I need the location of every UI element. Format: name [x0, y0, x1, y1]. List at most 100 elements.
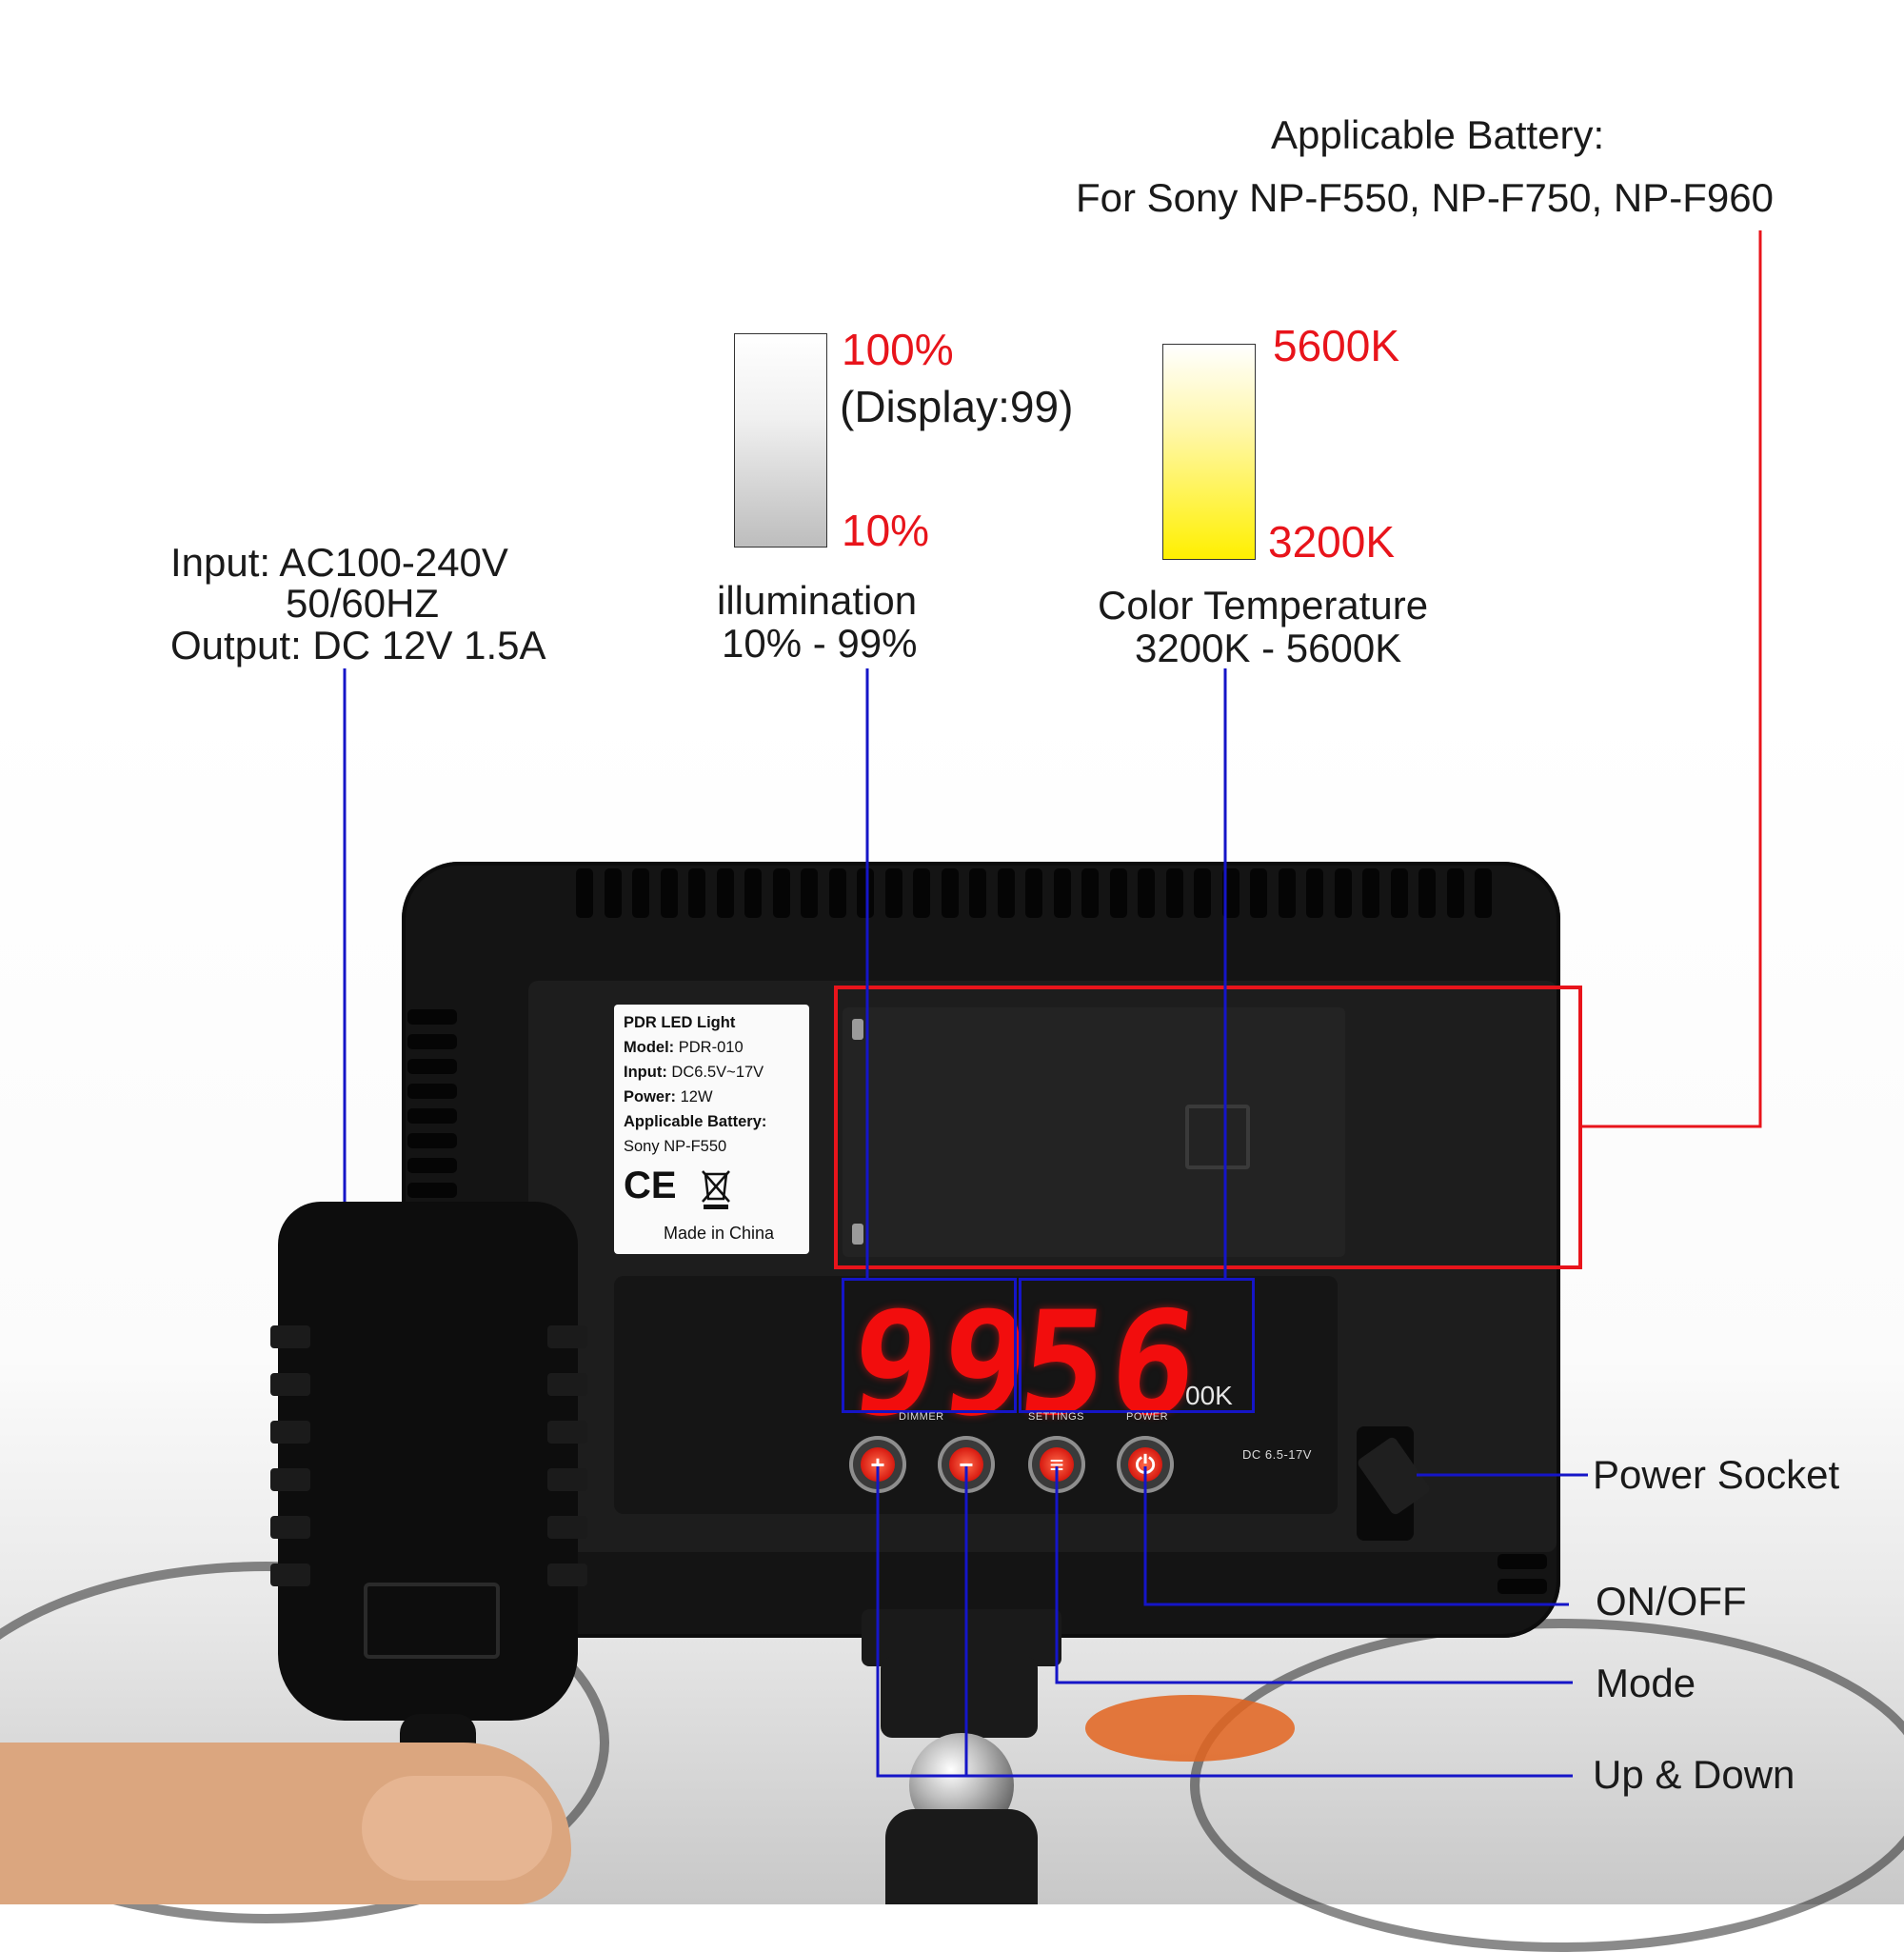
vent-slot — [407, 1084, 457, 1099]
power-key: Power: — [624, 1088, 677, 1105]
color-temperature-max: 5600K — [1273, 321, 1400, 370]
vent-slot — [1475, 868, 1492, 918]
up-down-callout: Up & Down — [1593, 1752, 1795, 1797]
power-value: 12W — [680, 1088, 713, 1105]
power-adapter — [270, 1202, 587, 1721]
vent-slot — [857, 868, 874, 918]
vent-slot — [407, 1009, 457, 1025]
color-temperature-range: 3200K - 5600K — [1135, 626, 1402, 670]
vent-slot — [913, 868, 930, 918]
on-off-callout: ON/OFF — [1596, 1579, 1747, 1623]
device-battery-key: Applicable Battery: — [624, 1113, 767, 1130]
vent-slot — [828, 868, 846, 918]
vent-slot — [576, 868, 593, 918]
illumination-range: 10% - 99% — [722, 621, 918, 666]
vent-slot — [969, 868, 986, 918]
settings-button[interactable]: ≡ — [1028, 1436, 1085, 1493]
dc-input-label: DC 6.5-17V — [1242, 1447, 1312, 1462]
weee-bin-icon — [700, 1168, 732, 1215]
vent-slot — [1278, 868, 1296, 918]
illumination-gradient-swatch — [734, 333, 827, 548]
vent-slot — [407, 1108, 457, 1124]
vent-slot — [1418, 868, 1436, 918]
battery-callout-title: Applicable Battery: — [1271, 112, 1605, 157]
vent-slot — [1362, 868, 1379, 918]
battery-contact — [852, 1019, 863, 1040]
vent-slot — [1250, 868, 1267, 918]
power-socket-callout: Power Socket — [1593, 1452, 1840, 1497]
battery-highlight-box — [834, 986, 1582, 1269]
power-label: POWER — [1126, 1411, 1169, 1423]
plus-icon: + — [870, 1450, 885, 1479]
vent-slot — [716, 868, 734, 918]
power-icon: ⏻ — [1135, 1450, 1156, 1479]
mount-stem — [881, 1657, 1038, 1738]
device-name: PDR LED Light — [624, 1014, 736, 1031]
vent-slot — [407, 1183, 457, 1198]
menu-icon: ≡ — [1049, 1450, 1064, 1479]
settings-label: SETTINGS — [1028, 1411, 1085, 1423]
vent-slot — [1497, 1579, 1547, 1594]
vent-slot — [997, 868, 1015, 918]
adapter-frequency: 50/60HZ — [286, 581, 440, 626]
vent-slot — [688, 868, 705, 918]
vent-slot — [1138, 868, 1155, 918]
battery-latch[interactable] — [1185, 1105, 1250, 1169]
vent-slot — [884, 868, 902, 918]
battery-plate[interactable] — [843, 1007, 1345, 1257]
adapter-input: Input: AC100-240V — [170, 540, 508, 585]
mode-callout: Mode — [1596, 1661, 1696, 1705]
vent-slot — [1053, 868, 1071, 918]
input-value: DC6.5V~17V — [671, 1064, 764, 1081]
vent-slot — [407, 1034, 457, 1049]
device-battery-value: Sony NP-F550 — [624, 1138, 727, 1155]
illumination-title: illumination — [717, 578, 918, 623]
vent-slot — [801, 868, 818, 918]
background-cable — [1190, 1619, 1904, 1952]
vent-slot — [1306, 868, 1323, 918]
minus-icon: − — [959, 1450, 974, 1479]
tripod-stem — [885, 1809, 1038, 1904]
vent-slot — [1109, 868, 1127, 918]
illumination-display-note: (Display:99) — [840, 382, 1074, 431]
dimmer-down-button[interactable]: − — [938, 1436, 995, 1493]
battery-callout-models: For Sony NP-F550, NP-F750, NP-F960 — [1076, 175, 1774, 220]
vent-slot — [1221, 868, 1240, 918]
vent-slot — [744, 868, 762, 918]
thumb — [362, 1776, 552, 1881]
device-model: Model: PDR-010 — [624, 1039, 744, 1057]
made-in: Made in China — [664, 1224, 775, 1243]
model-key: Model: — [624, 1039, 675, 1056]
ce-mark: CE — [624, 1165, 677, 1206]
vent-slot — [1497, 1554, 1547, 1569]
input-key: Input: — [624, 1064, 667, 1081]
model-value: PDR-010 — [678, 1039, 744, 1056]
vent-slot — [1165, 868, 1183, 918]
temperature-highlight-box — [1019, 1278, 1255, 1413]
background-orange-object — [1085, 1695, 1295, 1762]
vent-slot — [632, 868, 649, 918]
device-input: Input: DC6.5V~17V — [624, 1064, 764, 1082]
battery-contact — [852, 1224, 863, 1245]
vent-slot — [941, 868, 959, 918]
illumination-max: 100% — [842, 325, 954, 374]
vent-slot — [1025, 868, 1042, 918]
vent-slot — [1446, 868, 1464, 918]
vent-slot — [407, 1158, 457, 1173]
color-temperature-gradient-swatch — [1162, 344, 1256, 560]
vent-slot — [1194, 868, 1211, 918]
vent-slot — [1334, 868, 1352, 918]
color-temperature-title: Color Temperature — [1098, 583, 1429, 627]
color-temperature-min: 3200K — [1268, 517, 1396, 567]
vent-slot — [1081, 868, 1099, 918]
dimmer-up-button[interactable]: + — [849, 1436, 906, 1493]
temperature-suffix: 00K — [1185, 1381, 1233, 1410]
vent-slot — [407, 1059, 457, 1074]
illumination-min: 10% — [842, 506, 930, 555]
dimmer-label: DIMMER — [899, 1411, 944, 1423]
power-button[interactable]: ⏻ — [1117, 1436, 1174, 1493]
vent-slot — [1390, 868, 1408, 918]
vent-slot — [772, 868, 790, 918]
device-power: Power: 12W — [624, 1088, 713, 1106]
vent-slot — [660, 868, 678, 918]
